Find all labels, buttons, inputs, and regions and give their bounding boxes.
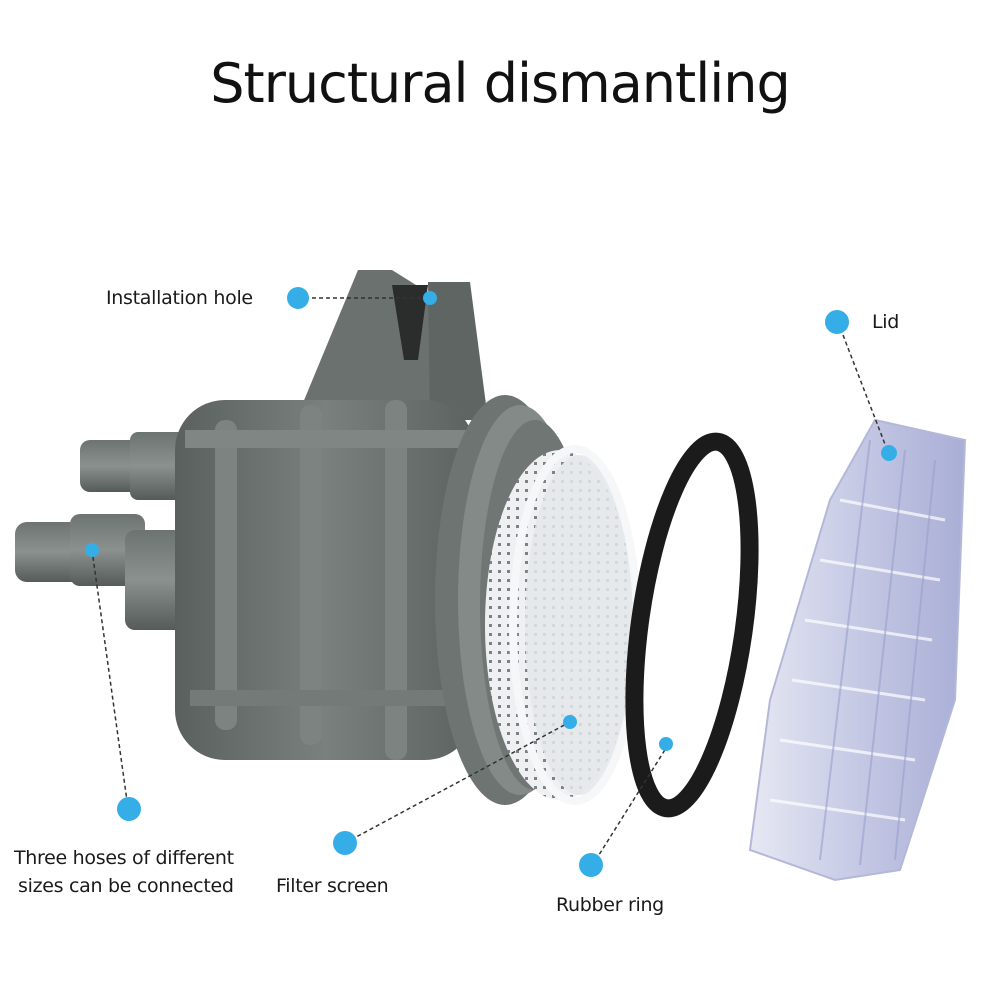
label-hoses-line1: Three hoses of different (14, 847, 234, 869)
strainer-body (175, 400, 475, 760)
callout-target-rubber-ring (659, 737, 673, 751)
label-hoses-line2: sizes can be connected (18, 875, 234, 897)
callout-target-filter-screen (563, 715, 577, 729)
label-lid: Lid (872, 311, 900, 333)
label-installation-hole: Installation hole (106, 287, 253, 309)
clear-lid (748, 418, 967, 882)
label-rubber-ring: Rubber ring (556, 894, 664, 916)
installation-bracket (300, 270, 488, 420)
page-title: Structural dismantling (210, 52, 790, 115)
label-filter-screen: Filter screen (276, 875, 389, 897)
callout-target-hoses (85, 543, 99, 557)
hose-lower (15, 514, 195, 630)
callout-dot-hoses (117, 797, 141, 821)
callout-dot-lid (825, 310, 849, 334)
filter-screen (485, 445, 641, 805)
callout-dot-installation-hole (287, 287, 309, 309)
callout-target-installation-hole (423, 291, 437, 305)
leader-lines (91, 297, 889, 867)
rubber-ring (625, 432, 759, 818)
callout-dot-rubber-ring (579, 853, 603, 877)
callout-dot-filter-screen (333, 831, 357, 855)
callout-target-lid (881, 445, 897, 461)
